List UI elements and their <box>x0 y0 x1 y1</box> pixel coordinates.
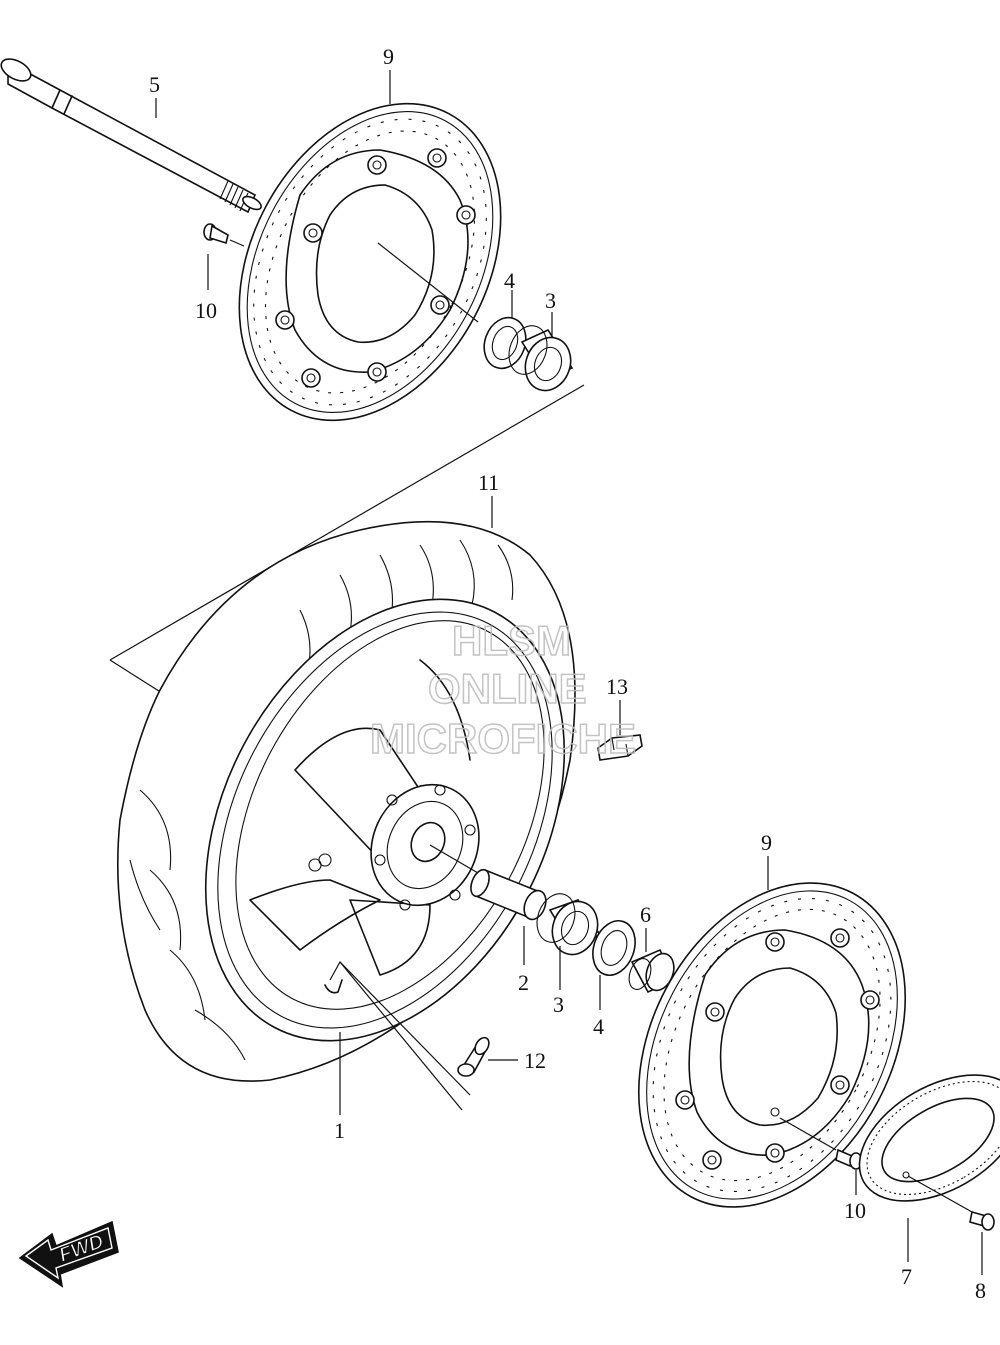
callout-1: 1 <box>334 1118 345 1143</box>
callout-12: 12 <box>524 1048 546 1073</box>
callout-9-upper: 9 <box>383 44 394 69</box>
callout-13: 13 <box>606 674 628 699</box>
callout-10-lower: 10 <box>844 1198 866 1223</box>
callout-4-lower: 4 <box>593 1014 604 1039</box>
callout-5: 5 <box>149 72 160 97</box>
callout-6: 6 <box>640 902 651 927</box>
callout-2: 2 <box>518 970 529 995</box>
watermark: HLSM ONLINE MICROFICHE <box>369 616 637 763</box>
dust-seal-lower-part-4 <box>592 920 636 976</box>
callout-10-upper: 10 <box>195 298 217 323</box>
forward-direction-badge: FWD <box>18 1220 119 1288</box>
callout-11: 11 <box>478 470 499 495</box>
air-valve-part-12 <box>457 1036 518 1077</box>
callout-3-upper: 3 <box>545 288 556 313</box>
bearing-lower-part-3 <box>536 893 602 956</box>
callout-9-lower: 9 <box>761 830 772 855</box>
watermark-line-1: HLSM <box>452 617 571 664</box>
callout-3-lower: 3 <box>553 992 564 1017</box>
dust-seal-upper-part-4 <box>483 316 527 370</box>
sensor-rotor-part-7 <box>858 1074 1000 1202</box>
bearing-upper-part-3 <box>508 325 574 392</box>
axle-part-5 <box>0 58 262 214</box>
callout-7: 7 <box>901 1264 912 1289</box>
rotor-screw-part-8 <box>907 1175 995 1231</box>
leader-lines <box>155 70 983 1275</box>
callout-4-upper: 4 <box>504 268 515 293</box>
watermark-line-3: MICROFICHE <box>370 715 636 762</box>
disc-bolt-upper-part-10 <box>203 223 245 247</box>
watermark-line-2: ONLINE <box>428 665 587 712</box>
brake-disc-lower-part-9 <box>637 882 907 1208</box>
spacer-part-2 <box>470 868 547 921</box>
callout-8: 8 <box>975 1278 986 1303</box>
brake-disc-upper-part-9 <box>238 102 502 422</box>
balance-weight-part-13 <box>597 700 643 761</box>
callout-labels: 5 9 10 4 3 11 13 9 6 2 3 4 12 1 10 7 8 <box>149 44 986 1303</box>
